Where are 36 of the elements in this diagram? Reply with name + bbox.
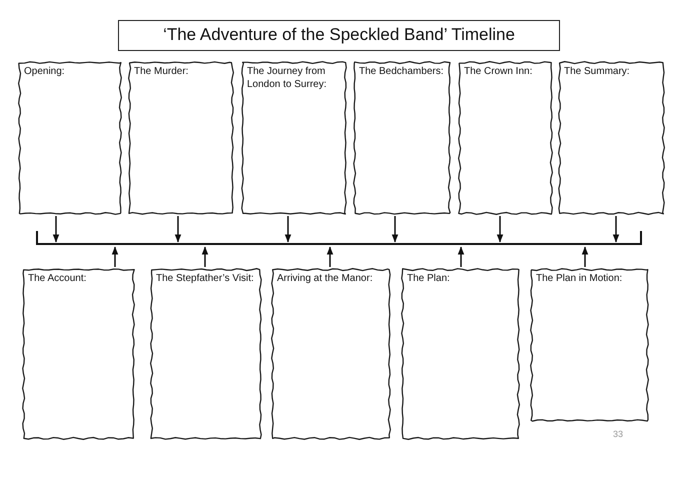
box-heading: The Plan in Motion: — [536, 272, 622, 285]
box-heading: The Bedchambers: — [359, 65, 444, 78]
arrow — [582, 246, 588, 267]
box-heading: The Summary: — [564, 65, 630, 78]
answer-box — [458, 61, 553, 215]
arrow — [202, 246, 208, 267]
answer-box — [530, 268, 649, 422]
answer-box — [401, 268, 520, 440]
box-heading: The Murder: — [134, 65, 188, 78]
answer-box — [128, 61, 234, 215]
arrow — [284, 216, 292, 242]
box-heading: The Crown Inn: — [464, 65, 532, 78]
answer-box — [22, 268, 135, 440]
answer-box — [353, 61, 451, 215]
answer-box — [271, 268, 391, 440]
arrow — [496, 216, 504, 242]
answer-box — [558, 61, 665, 215]
title: ‘The Adventure of the Speckled Band’ Timeline — [118, 20, 560, 51]
answer-box — [18, 61, 122, 215]
arrow — [52, 216, 60, 242]
box-heading: Arriving at the Manor: — [277, 272, 373, 285]
box-heading: The Stepfather’s Visit: — [156, 272, 254, 285]
answer-box — [241, 61, 347, 215]
timeline-bracket — [36, 231, 642, 246]
page-number: 33 — [613, 429, 624, 439]
arrow — [612, 216, 620, 242]
answer-box — [150, 268, 262, 440]
box-heading: The Account: — [28, 272, 86, 285]
box-heading: The Plan: — [407, 272, 450, 285]
arrow — [458, 246, 464, 267]
box-heading: The Journey from London to Surrey: — [247, 65, 328, 91]
arrow — [326, 246, 334, 267]
arrow — [112, 246, 118, 267]
arrow — [392, 216, 398, 242]
box-heading: Opening: — [24, 65, 65, 78]
arrow — [174, 216, 182, 242]
